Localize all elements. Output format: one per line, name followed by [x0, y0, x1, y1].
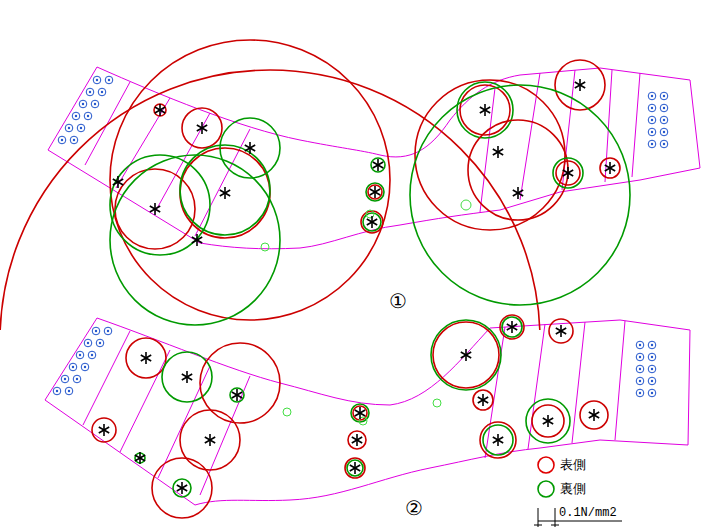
- slab-outline: [45, 318, 690, 505]
- panel-number: ②: [404, 497, 424, 519]
- stress-circles: [0, 40, 630, 330]
- legend-swatch: [536, 479, 556, 499]
- bolt-group: [53, 76, 668, 397]
- legend-text: 裏側: [560, 480, 586, 498]
- scale-label: 0.1N/mm2: [558, 506, 618, 520]
- stress-circles: [92, 315, 608, 518]
- panel-number: ①: [388, 290, 408, 312]
- label-text: ②: [404, 496, 424, 520]
- label-text: ①: [388, 289, 408, 313]
- legend-entry: 表側: [536, 453, 586, 477]
- legend-swatch-circle: [538, 481, 554, 497]
- legend-swatch: [536, 455, 556, 475]
- legend-text: 表側: [560, 456, 586, 474]
- stress-point-marks: [99, 79, 615, 494]
- legend: 表側裏側: [536, 453, 586, 501]
- label-text: 0.1N/mm2: [558, 506, 618, 520]
- legend-swatch-circle: [538, 457, 554, 473]
- legend-entry: 裏側: [536, 477, 586, 501]
